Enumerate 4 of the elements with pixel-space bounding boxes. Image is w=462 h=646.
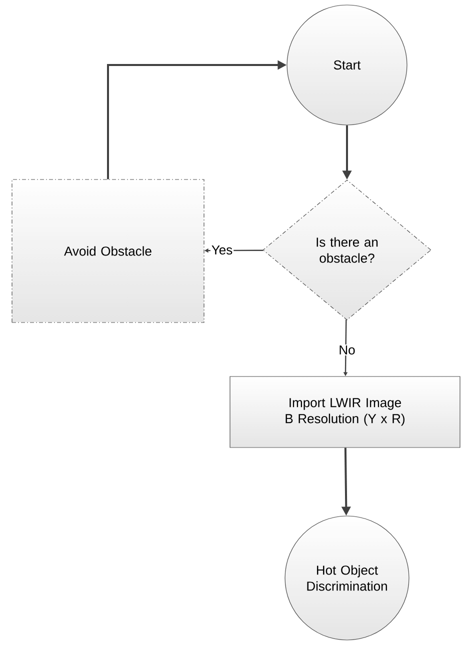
process-box: Import LWIR Image B Resolution (Y x R) [230,376,460,448]
process-box: Avoid Obstacle [12,179,204,323]
edge-label: Yes [210,244,234,256]
edge-label: No [338,344,356,356]
